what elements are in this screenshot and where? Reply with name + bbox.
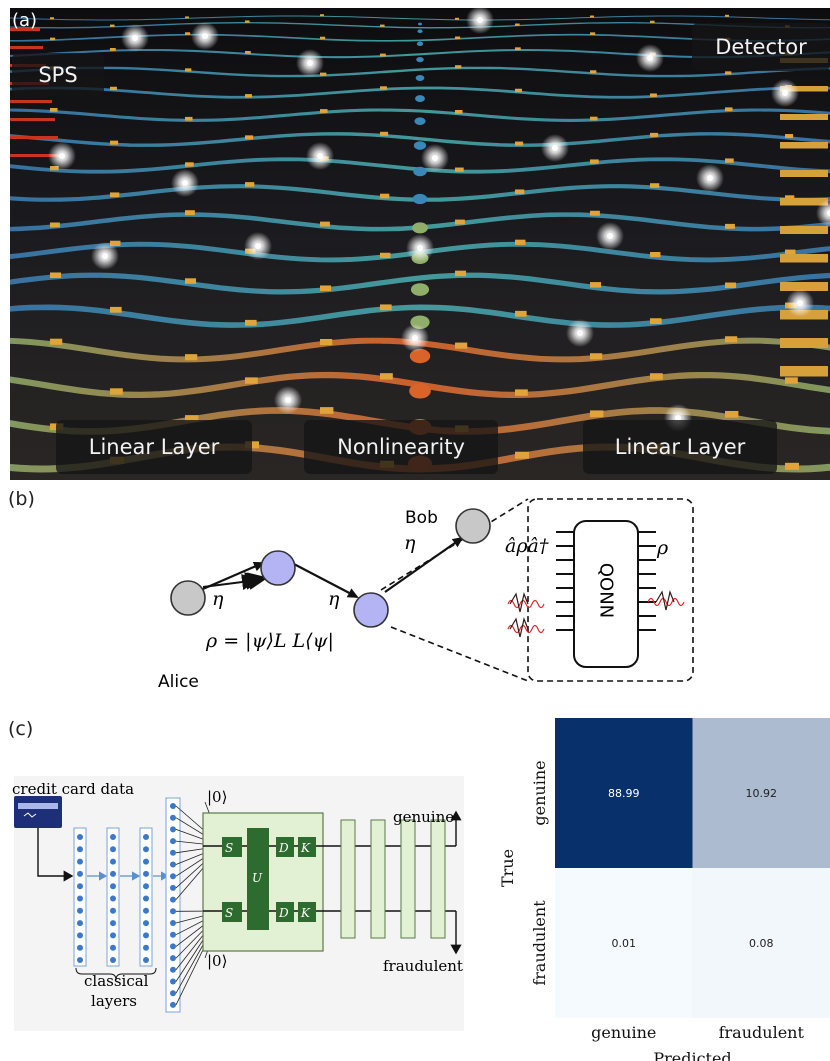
quantum-layer-4 [430,819,446,939]
eta-label-3: η [404,532,416,554]
linear-layer-right-tag: Linear Layer [583,420,777,474]
heatmap-cell-label: 10.92 [746,787,778,800]
gate-s-top [222,837,242,857]
bob-node [455,508,491,544]
sps-tag: SPS [12,53,104,97]
heatmap-cell-1-0 [555,868,693,1018]
quantum-layer-2 [370,819,386,939]
x-tick-label: genuine [591,1023,656,1042]
network-panel: (b) [0,480,830,710]
confusion-matrix-chart: 88.99 10.92 0.01 0.08 genuine fraudulent genui… [498,718,830,1061]
qonn-box [573,520,639,668]
gate-d-bottom-label: D [279,906,289,920]
gate-s-bottom-label: S [225,906,234,920]
eta-label-2: η [328,588,340,610]
relay-node-2 [353,592,389,628]
panel-b-label: (b) [8,488,35,510]
genuine-out-label: genuine [393,808,455,826]
photon-pulse-out-icon [647,589,685,611]
heatmap-cell-label: 0.08 [749,937,774,950]
alice-node [170,580,206,616]
bob-label: Bob [405,508,438,528]
heatmap-cell-label: 88.99 [608,787,640,800]
quantum-layer-1 [340,819,356,939]
y-tick-label: genuine [530,760,549,825]
photon-pulse-in-icon [507,591,545,638]
classical-brace [75,967,157,981]
x-axis-label: Predicted [653,1049,731,1061]
x-tick-label: fraudulent [719,1023,805,1042]
gate-s-top-label: S [225,841,234,855]
panel-a-label: (a) [12,10,38,31]
gate-u [247,828,269,930]
credit-card-label: credit card data [12,780,135,798]
rho-state-label: ρ = |ψ⟩L L⟨ψ| [206,630,334,652]
qonn-input-wires [556,531,574,631]
photonic-chip-illustration [10,8,830,480]
gate-d-top-label: D [279,841,289,855]
gate-k-top-label: K [301,841,310,855]
edge-node1-to-node2 [291,562,359,598]
graph [170,498,694,682]
photonic-chip-render: (a) SPS Detector Linear Layer Nonlineari… [10,8,830,480]
heatmap-cell-0-1 [692,718,830,868]
gate-k-top [298,837,316,857]
nonlinearity-tag: Nonlinearity [304,420,498,474]
relay-node-1 [260,550,296,586]
gate-k-bottom [298,902,316,922]
zoom-line-bottom [390,626,529,682]
classical-layers-group [73,797,181,1013]
y-axis-label: True [498,849,517,887]
panel-c-label: (c) [8,718,34,740]
heatmap-cell-0-0 [555,718,693,868]
ket-bottom-label: |0⟩ [207,952,228,970]
gate-k-bottom-label: K [301,906,310,920]
qonn-output-wires [638,531,656,631]
heatmap-cell-label: 0.01 [612,937,637,950]
gate-d-top [276,837,294,857]
heatmap-cell-1-1 [692,868,830,1018]
qonn-label: QONN [595,562,617,619]
classifier-panel: (c) [0,710,830,1061]
classical-label-line1: classical [84,972,149,990]
zoom-line-top [380,498,529,591]
ket-top-label: |0⟩ [207,788,228,806]
eta-label-1: η [212,588,224,610]
rho-out-label: ρ [657,537,669,559]
credit-card-icon [14,796,62,828]
gate-u-label: U [252,871,263,885]
edge-alice-to-node1 [195,561,265,594]
quantum-layer-3 [400,819,416,939]
rho-in-label: âρâ† [505,535,549,557]
fraudulent-out-label: fraudulent [383,957,463,975]
gate-d-bottom [276,902,294,922]
linear-layer-left-tag: Linear Layer [56,420,252,474]
classical-label-line2: layers [91,992,137,1010]
alice-label: Alice [158,672,199,692]
y-tick-label: fraudulent [530,900,549,986]
gate-s-bottom [222,902,242,922]
detector-tag: Detector [692,23,830,71]
hybrid-network-schematic [14,776,464,1031]
